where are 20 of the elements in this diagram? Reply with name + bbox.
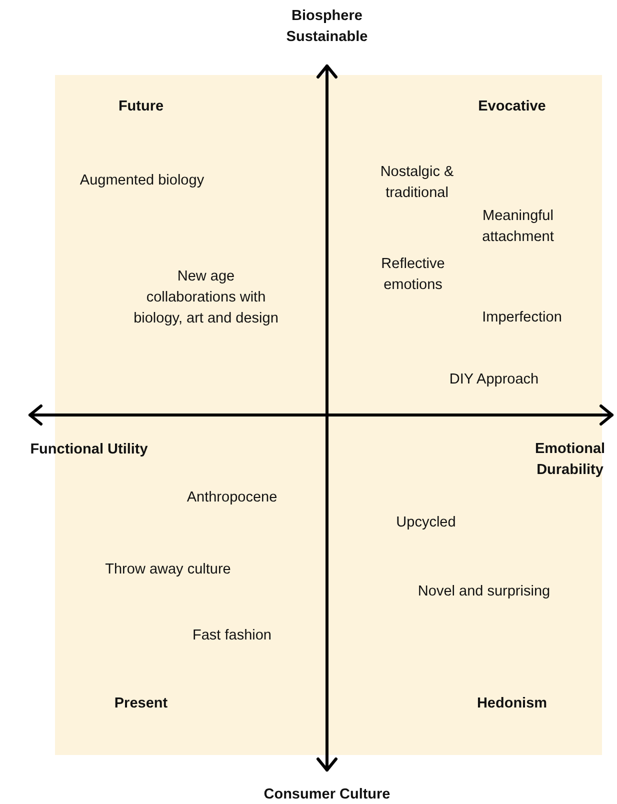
quadrant-item: Fast fashion xyxy=(192,626,272,646)
quadrant-item: Imperfection xyxy=(481,308,563,328)
axis-label: Emotional Durability xyxy=(534,440,606,480)
quadrant-item: Throw away culture xyxy=(104,560,232,580)
quadrant-title: Future xyxy=(117,98,165,116)
axis-label: Functional Utility xyxy=(29,440,149,460)
quadrant-title: Present xyxy=(113,694,169,714)
quadrant-item: Upcycled xyxy=(395,514,457,532)
axis-label: Consumer Culture xyxy=(262,786,392,804)
quadrant-item: Novel and surprising xyxy=(416,582,552,602)
quadrant-item: Anthropocene xyxy=(186,488,278,508)
quadrant-item: Reflective emotions xyxy=(380,255,446,295)
quadrant-item: Nostalgic & traditional xyxy=(379,163,455,203)
quadrant-item: DIY Approach xyxy=(448,370,540,390)
axis-label: Biosphere Sustainable xyxy=(285,7,369,47)
quadrant-item: Meaningful attachment xyxy=(481,207,555,247)
quadrant-item: New age collaborations with biology, art and design xyxy=(132,268,280,328)
quadrant-item: Augmented biology xyxy=(78,172,206,190)
quadrant-title: Hedonism xyxy=(476,694,548,714)
quadrant-title: Evocative xyxy=(477,98,547,116)
